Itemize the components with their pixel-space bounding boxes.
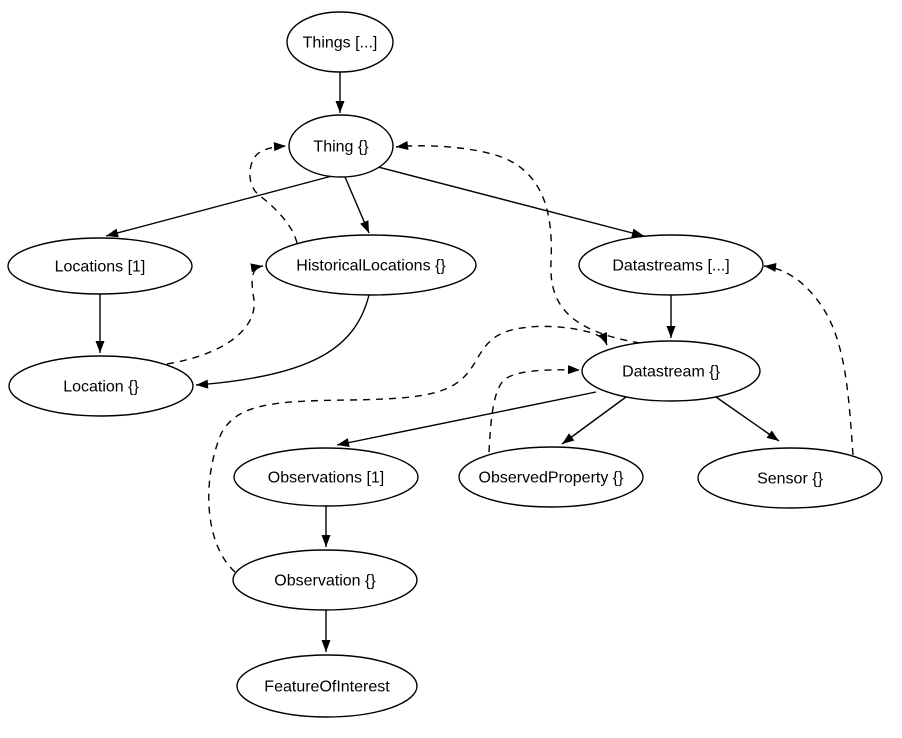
node-featureofinterest: FeatureOfInterest <box>236 654 418 718</box>
node-observations-ellipse <box>233 447 419 507</box>
node-historicallocations-ellipse <box>265 234 477 296</box>
edge-historicallocations-thing-backlink <box>249 142 298 244</box>
node-thing: Thing {} <box>288 114 394 178</box>
node-observedproperty: ObservedProperty {} <box>458 446 644 508</box>
node-datastreams: Datastreams [...] <box>578 234 764 296</box>
node-observedproperty-label: ObservedProperty {} <box>479 470 625 487</box>
node-observation: Observation {} <box>232 549 418 611</box>
node-locations: Locations [1] <box>7 237 193 295</box>
node-historicallocations-label: HistoricalLocations {} <box>296 258 446 275</box>
node-datastream: Datastream {} <box>581 340 761 402</box>
node-historicallocations: HistoricalLocations {} <box>265 234 477 296</box>
node-thing-label: Thing {} <box>313 139 369 156</box>
node-datastream-ellipse <box>581 340 761 402</box>
node-featureofinterest-label: FeatureOfInterest <box>264 679 390 696</box>
node-things-ellipse <box>286 11 394 73</box>
node-sensor: Sensor {} <box>697 447 883 509</box>
node-observation-label: Observation {} <box>274 573 376 590</box>
node-sensor-label: Sensor {} <box>757 471 823 488</box>
node-locations-ellipse <box>7 237 193 295</box>
edge-datastream-thing-backlink <box>395 141 641 344</box>
node-observation-ellipse <box>232 549 418 611</box>
edge-datastream-sensor <box>715 396 780 442</box>
node-things: Things [...] <box>286 11 394 73</box>
edge-historicallocations-location <box>195 294 370 389</box>
edge-thing-historicallocations <box>344 176 370 234</box>
edge-observation-datastream-backlink <box>208 325 608 573</box>
node-observations: Observations [1] <box>233 447 419 507</box>
node-thing-ellipse <box>288 114 394 178</box>
node-observedproperty-ellipse <box>458 446 644 508</box>
node-datastreams-label: Datastreams [...] <box>612 258 729 275</box>
node-layer: Things [...] Thing {} Locations [1] Histori… <box>7 11 883 718</box>
node-things-label: Things [...] <box>303 35 378 52</box>
edge-thing-datastreams <box>377 166 645 238</box>
node-datastreams-ellipse <box>578 234 764 296</box>
node-location: Location {} <box>8 355 194 417</box>
edge-layer <box>95 72 854 652</box>
node-featureofinterest-ellipse <box>236 654 418 718</box>
edge-observedproperty-datastream-backlink <box>488 365 581 453</box>
node-observations-label: Observations [1] <box>268 470 385 487</box>
node-locations-label: Locations [1] <box>55 259 146 276</box>
edge-datastream-observedproperty <box>561 396 627 445</box>
edge-location-historicallocations-backlink <box>166 263 264 365</box>
edge-sensor-datastreams-backlink <box>763 262 854 456</box>
node-sensor-ellipse <box>697 447 883 509</box>
edge-datastream-observations <box>336 391 597 448</box>
node-datastream-label: Datastream {} <box>622 364 720 381</box>
node-location-ellipse <box>8 355 194 417</box>
edge-thing-locations <box>105 175 333 238</box>
node-location-label: Location {} <box>63 379 139 396</box>
